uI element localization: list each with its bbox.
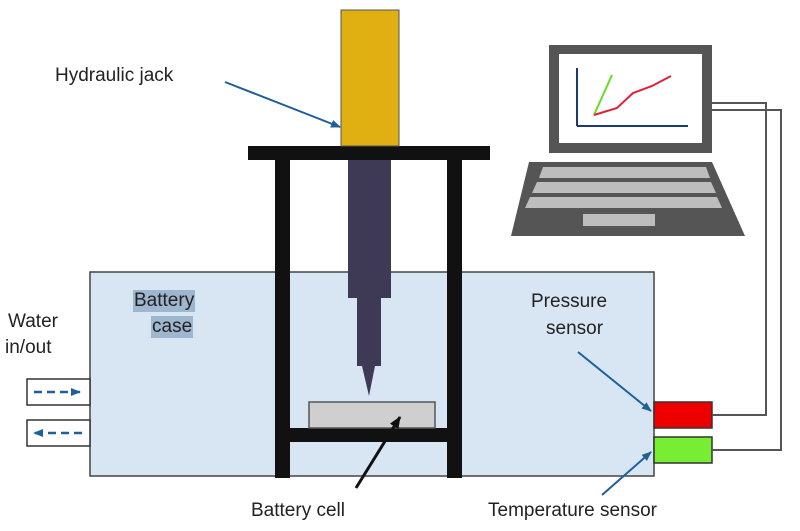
pressure-sensor-label-line1: Pressure — [531, 291, 608, 312]
water-outlet-port — [26, 419, 91, 447]
pressure-sensor — [653, 401, 713, 429]
water-label-line1: Water — [8, 311, 58, 332]
battery-case-label-line1: Battery — [133, 290, 196, 312]
water-label-line2: in/out — [5, 337, 52, 358]
hydraulic-jack-pointer — [224, 81, 341, 128]
water-inlet-port — [26, 378, 91, 406]
sensor-cables — [712, 102, 782, 451]
temperature-sensor — [653, 436, 713, 464]
battery-cell — [308, 401, 436, 429]
temperature-sensor-pointer — [601, 451, 652, 496]
battery-cell-pointer — [354, 416, 402, 489]
piston — [348, 160, 391, 396]
hydraulic-jack — [340, 9, 400, 147]
press-frame — [248, 146, 490, 478]
laptop-screen-plot — [576, 68, 688, 127]
battery-case-label-line2: case — [151, 316, 194, 338]
laptop — [511, 45, 745, 236]
pressure-sensor-label-line2: sensor — [546, 318, 604, 339]
temperature-sensor-label: Temperature sensor — [488, 500, 657, 521]
battery-cell-label: Battery cell — [251, 500, 345, 521]
pressure-sensor-pointer — [577, 351, 652, 412]
hydraulic-jack-label: Hydraulic jack — [55, 65, 174, 86]
